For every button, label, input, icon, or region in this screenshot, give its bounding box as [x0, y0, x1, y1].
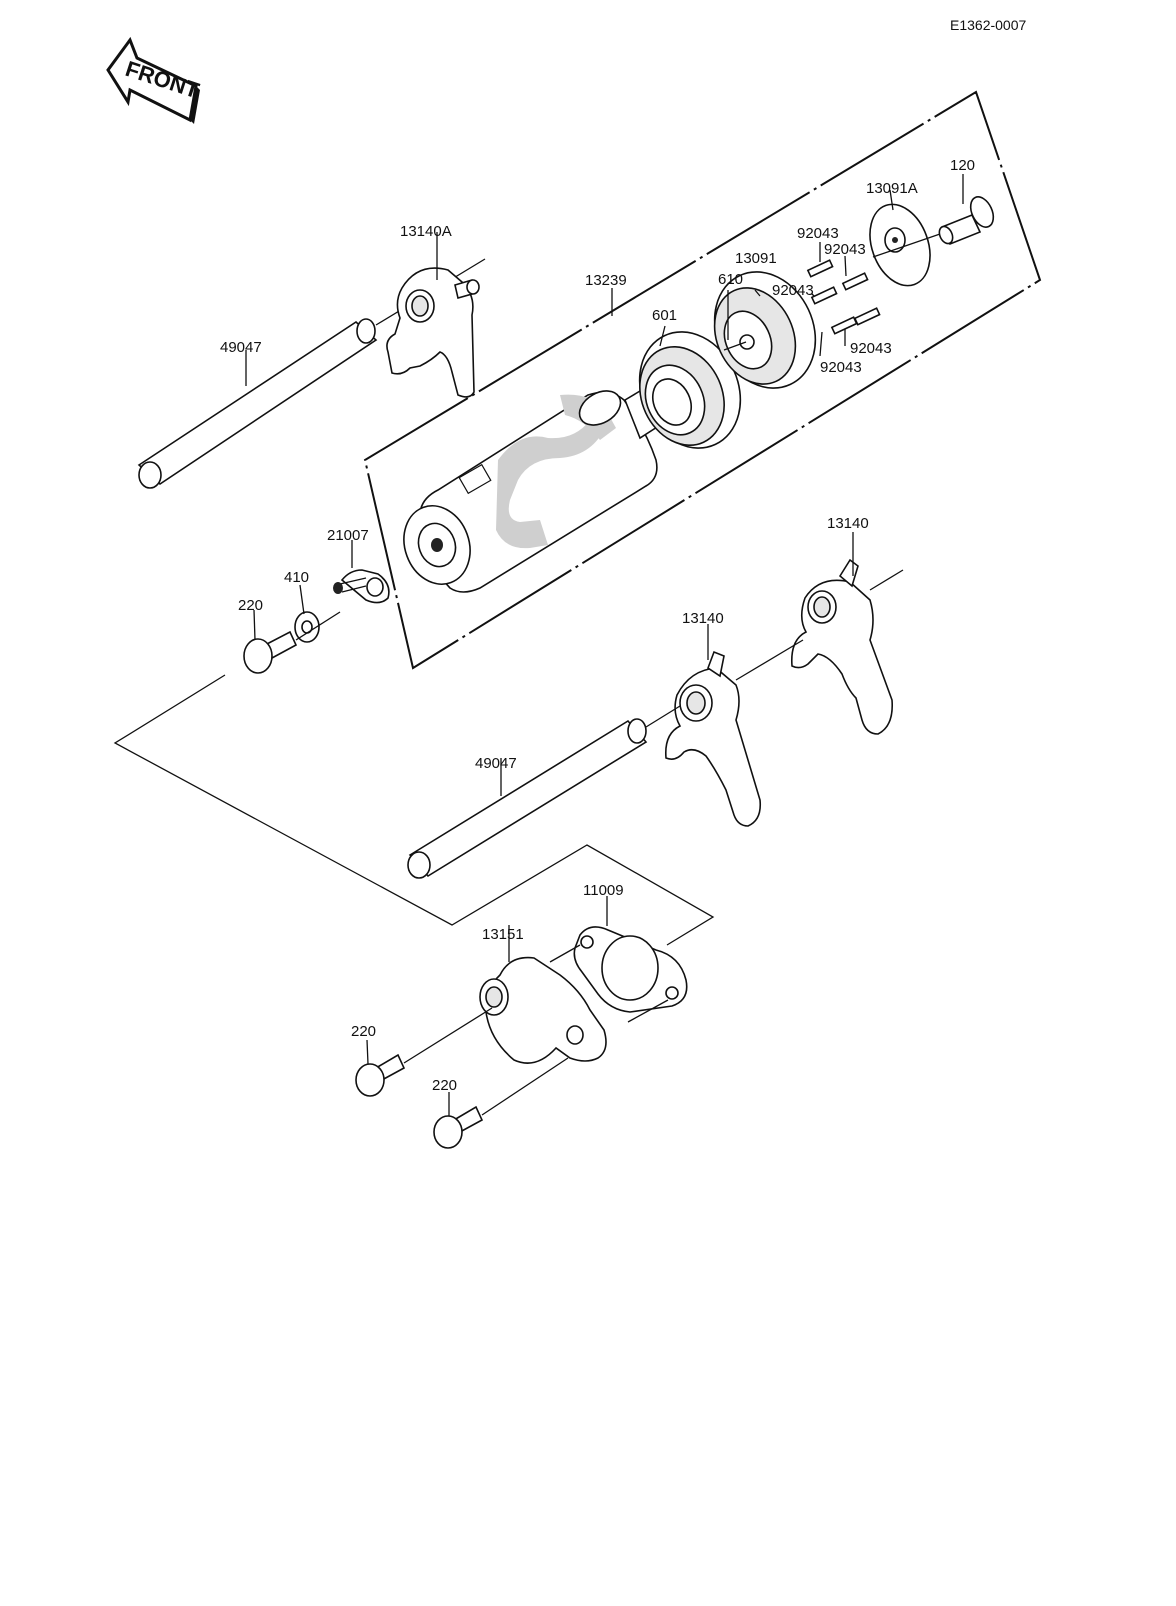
label-13140-right: 13140	[827, 515, 869, 532]
shift-fork-13140a	[386, 267, 480, 398]
label-410: 410	[284, 569, 309, 586]
shift-fork-13140-right	[790, 558, 904, 735]
label-601: 601	[652, 307, 677, 324]
label-220-bottom: 220	[432, 1077, 457, 1094]
label-21007: 21007	[327, 527, 369, 544]
shift-drum	[403, 380, 669, 593]
holder-13151	[479, 956, 607, 1064]
shift-drum-pins	[806, 259, 881, 335]
front-arrow-icon: FRONT	[106, 36, 203, 124]
label-49047-bottom: 49047	[475, 755, 517, 772]
bolt-120	[938, 196, 995, 246]
label-13151: 13151	[482, 926, 524, 943]
label-13091a: 13091A	[866, 180, 918, 197]
label-49047-top: 49047	[220, 339, 262, 356]
label-11009: 11009	[583, 882, 624, 899]
label-13091: 13091	[735, 250, 777, 267]
shift-drum-plate	[869, 203, 941, 287]
shift-drum-assembly-frame	[363, 90, 1042, 670]
label-92043-c: 92043	[772, 282, 814, 299]
label-220-top: 220	[238, 597, 263, 614]
label-92043-e: 92043	[820, 359, 862, 376]
bolt-220-bottom	[433, 1057, 569, 1149]
label-92043-b: 92043	[824, 241, 866, 258]
label-92043-d: 92043	[850, 340, 892, 357]
label-13239: 13239	[585, 272, 627, 289]
bolt-220-middle	[355, 1007, 493, 1097]
leader-lines	[245, 174, 964, 1116]
label-13140-middle: 13140	[682, 610, 724, 627]
reference-code: E1362-0007	[950, 17, 1027, 33]
label-92043-a: 92043	[797, 225, 839, 242]
ball-bearing	[638, 331, 742, 449]
drum-cam	[713, 271, 817, 389]
lower-assembly-guide	[113, 674, 715, 946]
shift-fork-13140-middle	[664, 639, 804, 827]
gasket-11009	[549, 926, 688, 1023]
label-610: 610	[718, 271, 743, 288]
shift-rod-lower	[407, 705, 681, 879]
label-220-middle: 220	[351, 1023, 376, 1040]
drum-stopper	[333, 569, 390, 604]
washer-410	[294, 611, 320, 643]
label-120: 120	[950, 157, 975, 174]
shift-rod-upper	[137, 258, 486, 489]
label-13140a: 13140A	[400, 223, 452, 240]
bolt-220-top	[243, 611, 341, 674]
